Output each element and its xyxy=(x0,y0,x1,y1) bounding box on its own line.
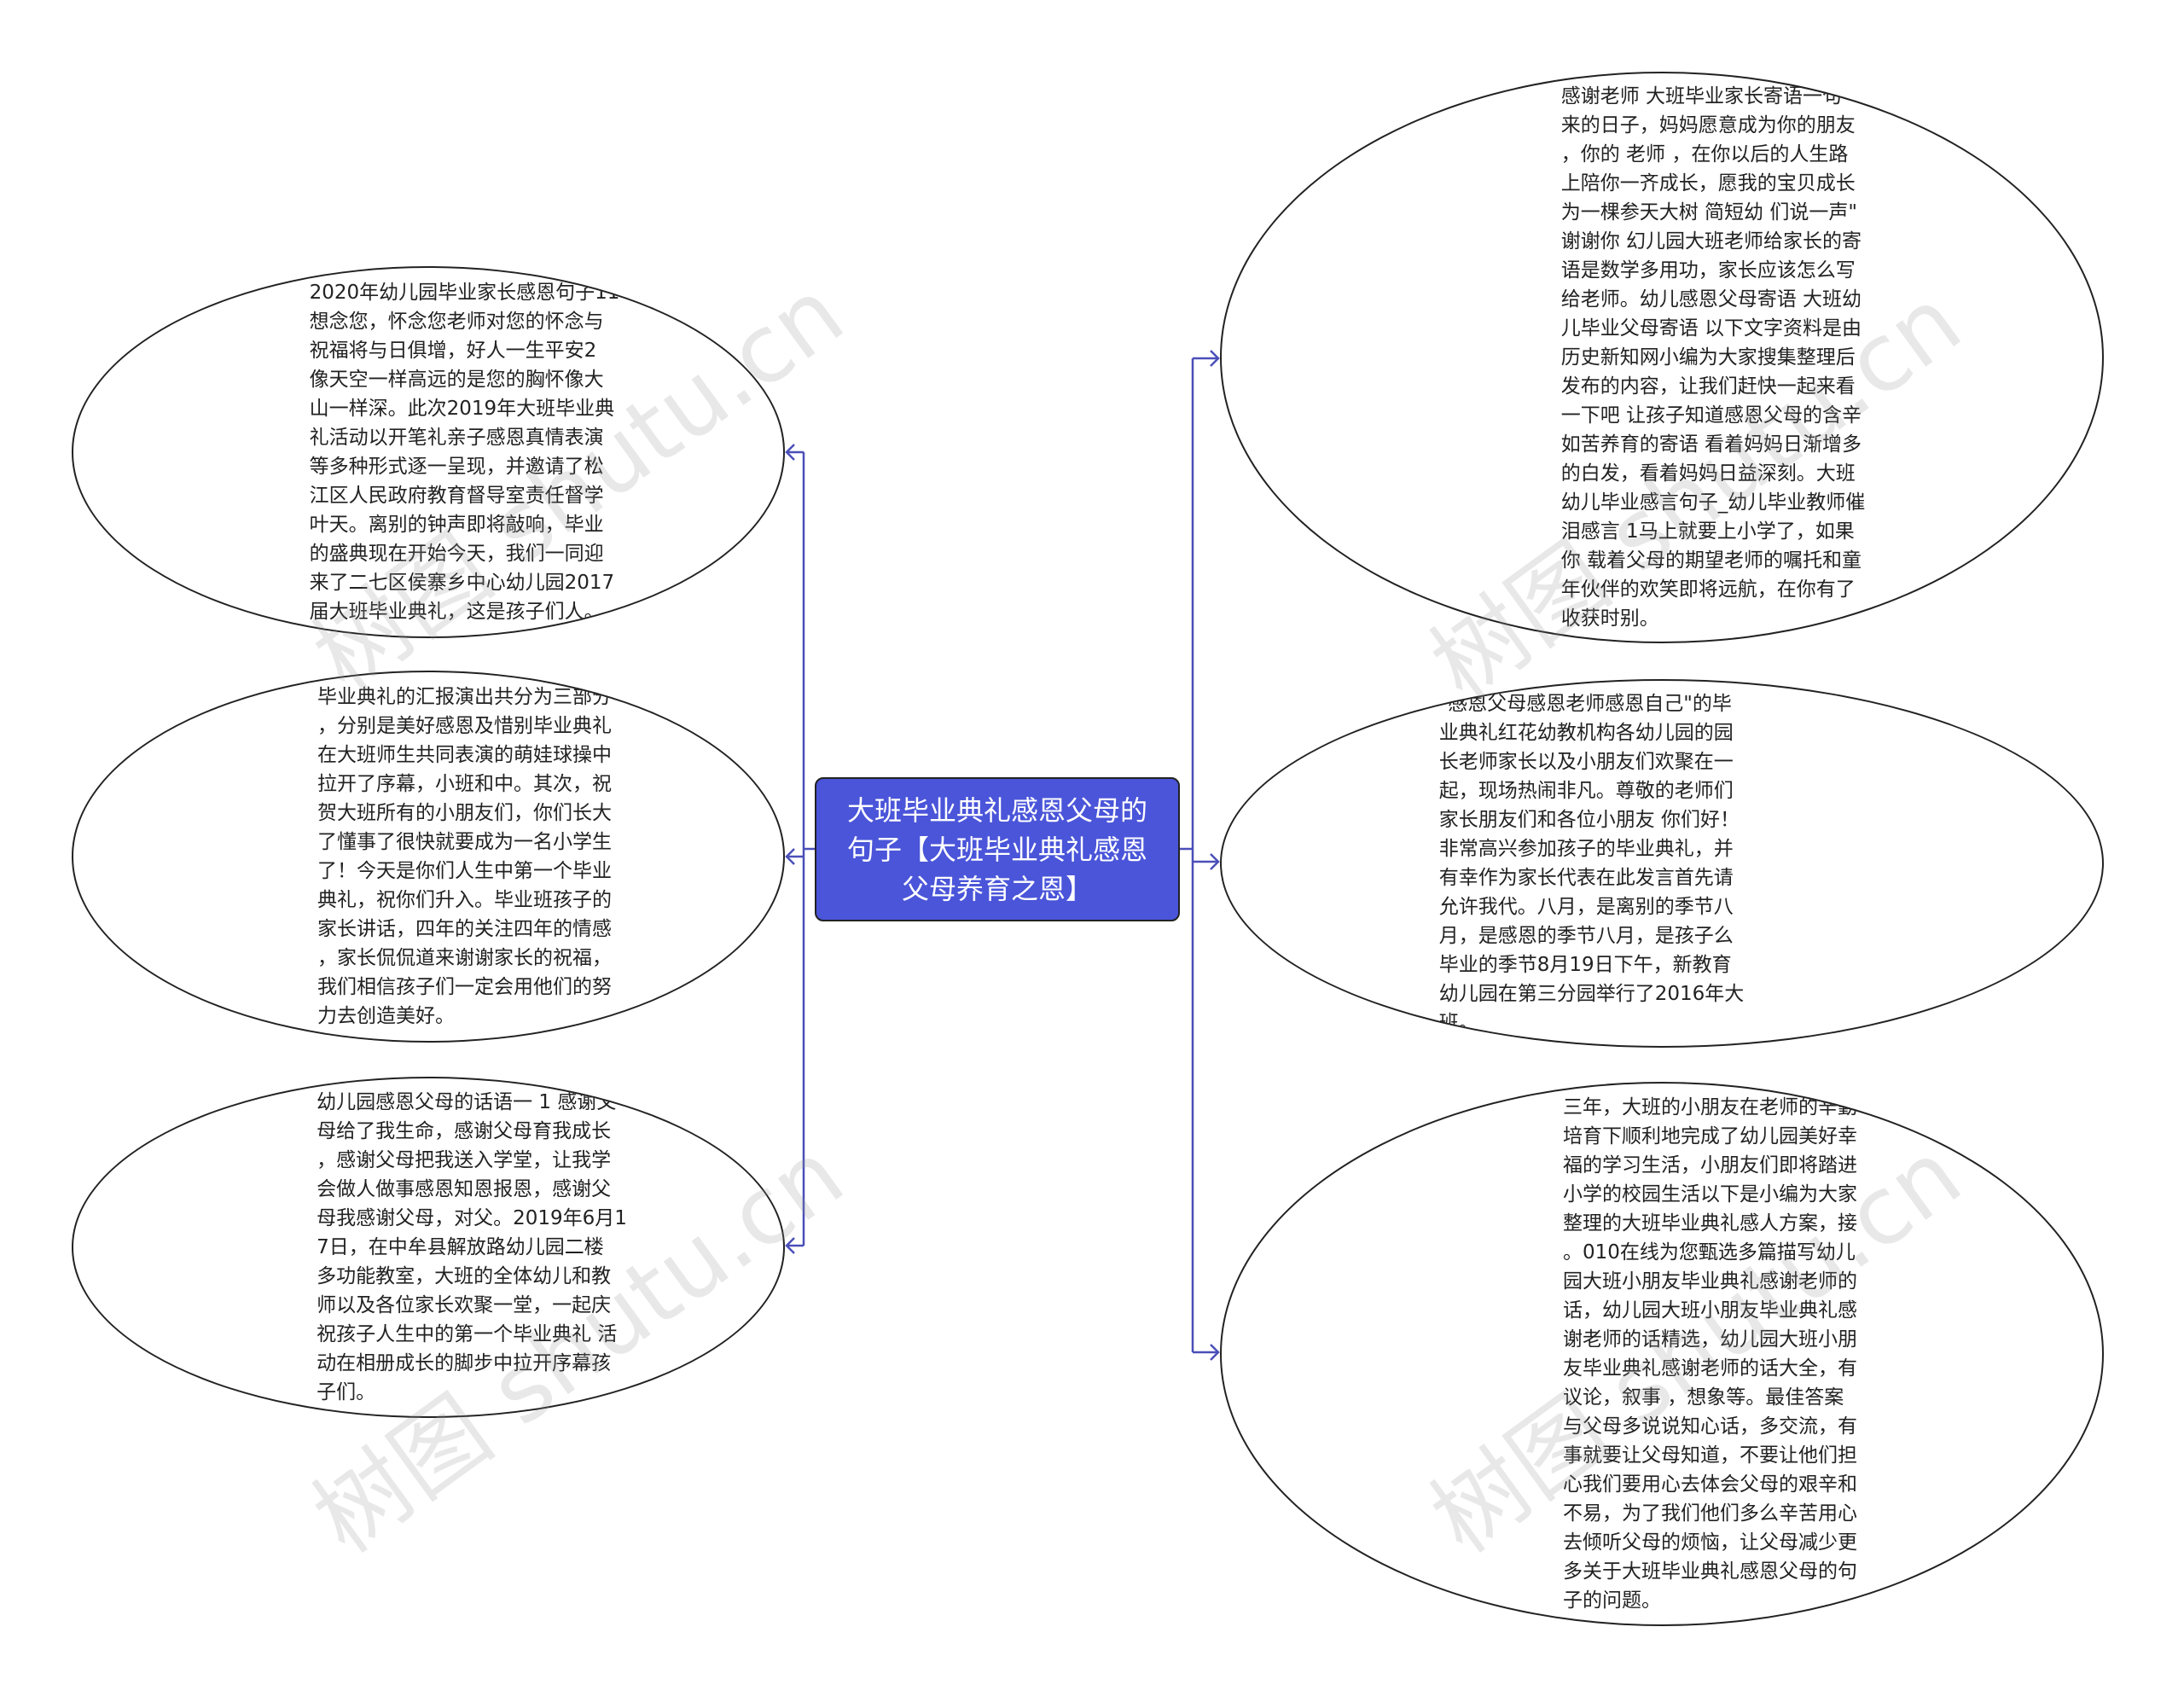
topic-node-right-top[interactable]: 感谢老师 大班毕业家长寄语一句 来的日子，妈妈愿意成为你的朋友 ，你的 老师 ，… xyxy=(1220,72,2104,643)
topic-text-right-middle: "感恩父母感恩老师感恩自己"的毕 业典礼红花幼教机构各幼儿园的园 长老师家长以及… xyxy=(1438,693,1745,1034)
topic-node-left-bottom[interactable]: 幼儿园感恩父母的话语一 1 感谢父 母给了我生命，感谢父母育我成长 ，感谢父母把… xyxy=(72,1077,785,1418)
topic-node-left-top[interactable]: 2020年幼儿园毕业家长感恩句子11 想念您，怀念您老师对您的怀念与 祝福将与日… xyxy=(72,266,785,638)
topic-text-right-bottom: 三年，大班的小朋友在老师的辛勤 培育下顺利地完成了幼儿园美好幸 福的学习生活，小… xyxy=(1563,1096,1857,1612)
topic-text-right-top: 感谢老师 大班毕业家长寄语一句 来的日子，妈妈愿意成为你的朋友 ，你的 老师 ，… xyxy=(1560,85,1866,630)
arrow-left-top xyxy=(785,444,795,461)
arrow-right-bottom xyxy=(1210,1344,1220,1361)
arrow-right-top xyxy=(1210,350,1220,367)
topic-node-left-middle[interactable]: 毕业典礼的汇报演出共分为三部分 ，分别是美好感恩及惜别毕业典礼 在大班师生共同表… xyxy=(72,671,785,1043)
central-topic-title: 大班毕业典礼感恩父母的 句子【大班毕业典礼感恩 父母养育之恩】 xyxy=(846,793,1147,905)
arrow-left-bottom xyxy=(785,1237,795,1254)
topic-node-right-bottom[interactable]: 三年，大班的小朋友在老师的辛勤 培育下顺利地完成了幼儿园美好幸 福的学习生活，小… xyxy=(1220,1082,2104,1626)
arrow-right-middle xyxy=(1210,853,1220,870)
topic-text-left-bottom: 幼儿园感恩父母的话语一 1 感谢父 母给了我生命，感谢父母育我成长 ，感谢父母把… xyxy=(317,1091,627,1403)
central-topic[interactable]: 大班毕业典礼感恩父母的 句子【大班毕业典礼感恩 父母养育之恩】 xyxy=(815,777,1180,921)
arrow-left-middle xyxy=(785,848,795,865)
topic-node-right-middle[interactable]: "感恩父母感恩老师感恩自己"的毕 业典礼红花幼教机构各幼儿园的园 长老师家长以及… xyxy=(1220,679,2104,1048)
topic-text-left-top: 2020年幼儿园毕业家长感恩句子11 想念您，怀念您老师对您的怀念与 祝福将与日… xyxy=(309,282,620,623)
topic-text-left-middle: 毕业典礼的汇报演出共分为三部分 ，分别是美好感恩及惜别毕业典礼 在大班师生共同表… xyxy=(317,686,612,1027)
